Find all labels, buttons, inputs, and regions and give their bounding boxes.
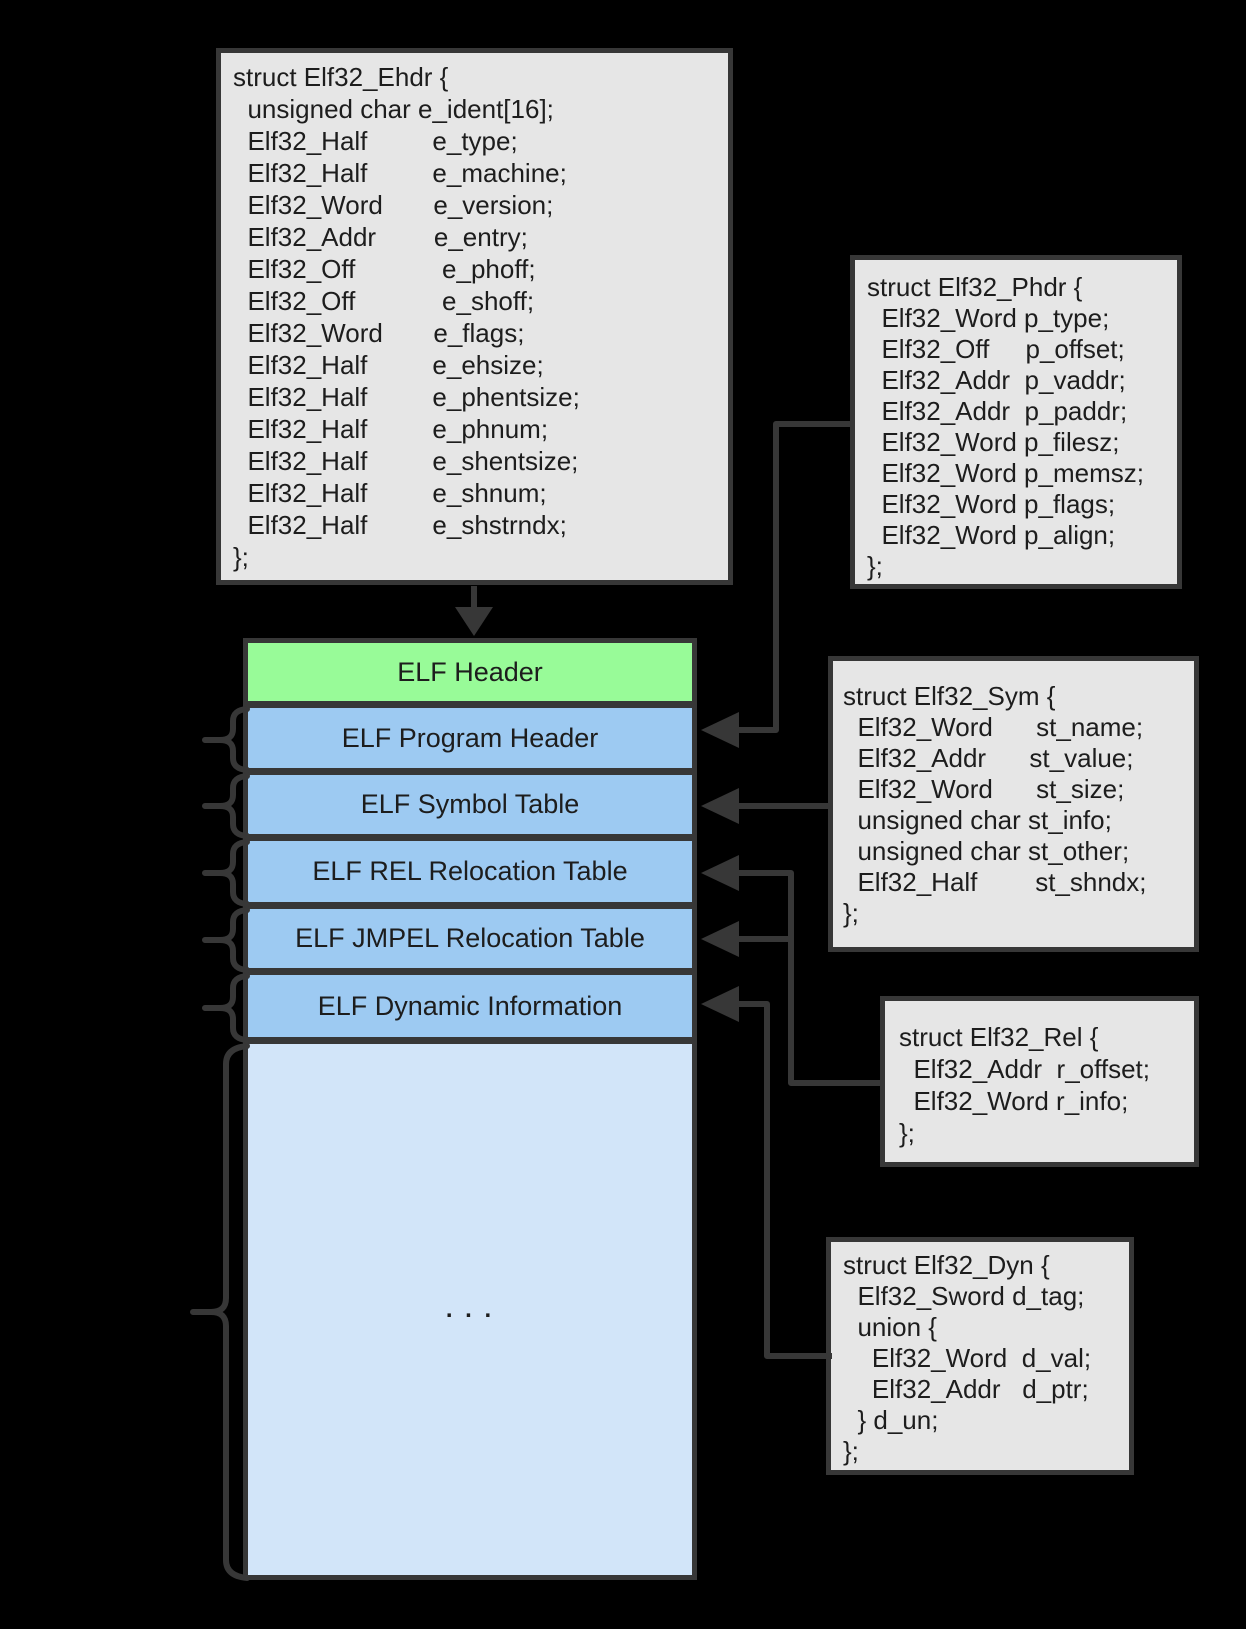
code-line: Elf32_Half e_machine; <box>233 158 567 188</box>
elf-header-label: ELF Header <box>397 656 543 687</box>
code-line: Elf32_Word p_type; <box>867 303 1110 333</box>
connector-dyn-to-dynamic-info <box>701 986 832 1359</box>
code-line: Elf32_Half e_shnum; <box>233 478 547 508</box>
code-line: Elf32_Word p_align; <box>867 520 1116 550</box>
code-line: }; <box>899 1118 915 1148</box>
code-line: Elf32_Addr r_offset; <box>899 1054 1150 1084</box>
code-line: struct Elf32_Phdr { <box>867 272 1083 302</box>
struct-elf32-sym-box: struct Elf32_Sym { Elf32_Word st_name; E… <box>828 656 1199 952</box>
code-line: Elf32_Addr p_vaddr; <box>867 365 1126 395</box>
elf-jmpel-relocation-table-row: ELF JMPEL Relocation Table <box>243 904 697 973</box>
struct-elf32-rel-box: struct Elf32_Rel { Elf32_Addr r_offset; … <box>880 996 1199 1167</box>
code-line: Elf32_Word st_size; <box>843 774 1125 804</box>
code-line: Elf32_Half e_phnum; <box>233 414 549 444</box>
struct-elf32-ehdr-box: struct Elf32_Ehdr { unsigned char e_iden… <box>216 48 733 585</box>
struct-elf32-dyn-box: struct Elf32_Dyn { Elf32_Sword d_tag; un… <box>826 1237 1134 1475</box>
arrow-down-icon <box>455 607 493 636</box>
ellipsis-label: . . . <box>445 1295 495 1323</box>
code-line: }; <box>867 551 883 581</box>
connector-ehdr-to-elf-header <box>455 586 493 636</box>
code-line: Elf32_Off p_offset; <box>867 334 1125 364</box>
code-line: Elf32_Half e_phentsize; <box>233 382 580 412</box>
code-line: Elf32_Off e_phoff; <box>233 254 536 284</box>
left-brace-jmpel-table <box>202 907 250 973</box>
elf-dynamic-information-row: ELF Dynamic Information <box>243 970 697 1042</box>
code-line: Elf32_Half st_shndx; <box>843 867 1147 897</box>
connector-sym-to-symbol-table <box>701 788 832 824</box>
connector-rel-to-jmpel-table <box>701 921 791 957</box>
code-line: Elf32_Addr e_entry; <box>233 222 528 252</box>
code-line: Elf32_Word st_name; <box>843 712 1144 742</box>
code-line: unsigned char e_ident[16]; <box>233 94 554 124</box>
code-line: Elf32_Addr st_value; <box>843 743 1134 773</box>
left-brace-program-header <box>202 706 250 773</box>
elf-program-header-label: ELF Program Header <box>341 722 599 753</box>
code-line: Elf32_Sword d_tag; <box>843 1281 1085 1311</box>
code-line: Elf32_Word p_flags; <box>867 489 1116 519</box>
code-line: unsigned char st_other; <box>843 836 1130 866</box>
code-line: }; <box>843 1436 859 1466</box>
arrow-left-icon <box>701 788 739 824</box>
code-line: Elf32_Off e_shoff; <box>233 286 535 316</box>
code-line: struct Elf32_Ehdr { <box>233 62 449 92</box>
elf-jmpel-relocation-table-label: ELF JMPEL Relocation Table <box>295 923 645 953</box>
code-line: Elf32_Word d_val; <box>843 1343 1092 1373</box>
arrow-left-icon <box>701 921 739 957</box>
elf-program-header-row: ELF Program Header <box>243 703 697 773</box>
elf-symbol-table-row: ELF Symbol Table <box>243 770 697 839</box>
code-line: unsigned char st_info; <box>843 805 1112 835</box>
left-brace-symbol-table <box>202 773 250 839</box>
code-line: Elf32_Word p_filesz; <box>867 427 1120 457</box>
code-line: Elf32_Addr d_ptr; <box>843 1374 1089 1404</box>
left-brace-rel-table <box>202 839 250 907</box>
elf-rel-relocation-table-label: ELF REL Relocation Table <box>312 856 628 886</box>
code-line: Elf32_Word e_flags; <box>233 318 525 348</box>
elf-symbol-table-label: ELF Symbol Table <box>360 789 580 819</box>
code-line: Elf32_Addr p_paddr; <box>867 396 1128 426</box>
left-brace-dynamic-info <box>202 973 250 1043</box>
left-brace-sections-area <box>190 1043 250 1581</box>
code-line: union { <box>843 1312 937 1342</box>
code-line: Elf32_Word p_memsz; <box>867 458 1144 488</box>
code-line: struct Elf32_Rel { <box>899 1022 1099 1052</box>
elf-dynamic-information-label: ELF Dynamic Information <box>317 990 623 1021</box>
code-line: struct Elf32_Sym { <box>843 681 1056 711</box>
code-line: Elf32_Half e_shstrndx; <box>233 510 567 540</box>
code-line: } d_un; <box>843 1405 939 1435</box>
code-line: Elf32_Half e_shentsize; <box>233 446 579 476</box>
arrow-left-icon <box>701 855 739 891</box>
elf-remaining-sections-row: . . . <box>243 1039 697 1580</box>
code-line: Elf32_Half e_type; <box>233 126 518 156</box>
elf-rel-relocation-table-row: ELF REL Relocation Table <box>243 836 697 907</box>
code-line: }; <box>233 542 249 572</box>
struct-elf32-phdr-box: struct Elf32_Phdr { Elf32_Word p_type; E… <box>850 255 1182 589</box>
arrow-left-icon <box>701 712 739 748</box>
arrow-left-icon <box>701 986 739 1022</box>
elf-header-row: ELF Header <box>243 638 697 706</box>
code-line: }; <box>843 898 859 928</box>
code-line: Elf32_Word e_version; <box>233 190 554 220</box>
code-line: Elf32_Half e_ehsize; <box>233 350 544 380</box>
code-line: struct Elf32_Dyn { <box>843 1250 1050 1280</box>
code-line: Elf32_Word r_info; <box>899 1086 1129 1116</box>
